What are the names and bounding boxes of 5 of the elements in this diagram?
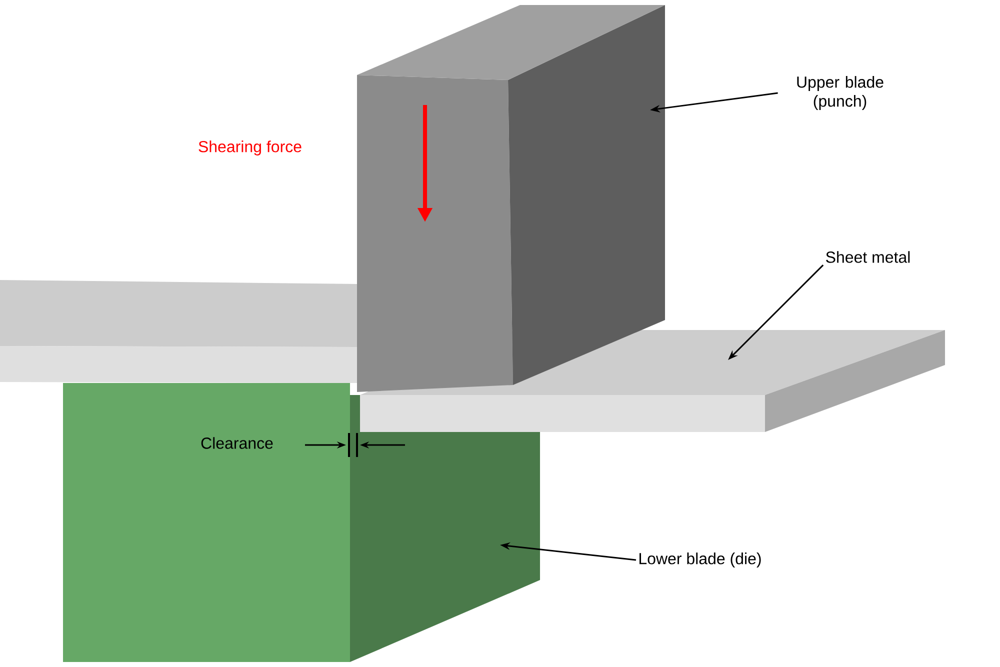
part-label: Lower blade (die) <box>640 552 761 568</box>
label: Clearance <box>201 437 273 449</box>
part-label: Sheet metal <box>826 251 910 263</box>
part-label: Upper blade (punch) <box>797 76 884 110</box>
label: Shearing force <box>198 140 302 156</box>
